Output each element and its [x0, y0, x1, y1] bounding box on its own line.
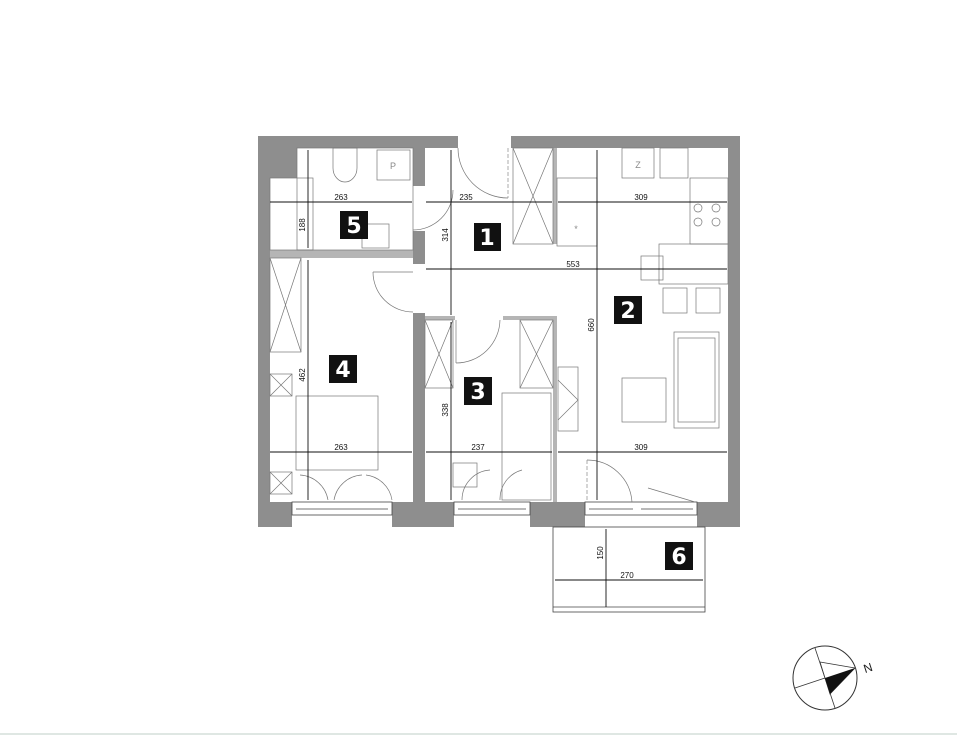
interior-walls — [270, 148, 557, 502]
toilet-icon — [332, 147, 358, 183]
room-label-5: 5 — [340, 211, 368, 239]
dim-bath-width: 263 — [334, 193, 348, 202]
bed-3 — [501, 392, 552, 501]
dim-bedroom3-depth: 338 — [441, 403, 450, 417]
dim-living-width: 309 — [634, 443, 648, 452]
dimension-labels: 263 235 309 188 314 553 660 462 338 263 … — [298, 193, 648, 580]
svg-text:6: 6 — [671, 545, 686, 570]
dim-living-span: 553 — [566, 260, 580, 269]
windows — [291, 501, 698, 516]
svg-text:4: 4 — [335, 358, 350, 383]
dim-hall-width: 235 — [459, 193, 473, 202]
svg-text:1: 1 — [479, 226, 494, 251]
sofa-icon — [673, 331, 720, 429]
bed-4 — [295, 395, 379, 471]
dim-balcony-depth: 150 — [596, 546, 605, 560]
balcony-outline — [552, 526, 706, 613]
fridge-label: Z — [635, 160, 641, 170]
dim-hall-depth: 314 — [441, 228, 450, 242]
kitchen-sink-icon — [659, 147, 689, 179]
wardrobe-hall — [512, 147, 554, 245]
room-label-3: 3 — [464, 377, 492, 405]
desk-chair — [452, 462, 478, 488]
svg-text:5: 5 — [346, 214, 361, 239]
svg-text:*: * — [574, 224, 578, 234]
washer-label: P — [390, 161, 396, 171]
compass-icon: N — [792, 645, 875, 711]
wardrobe-4 — [269, 257, 302, 353]
room-label-1: 1 — [474, 223, 501, 251]
kitchen-island — [658, 243, 729, 285]
dim-bedroom4-width: 263 — [334, 443, 348, 452]
svg-text:2: 2 — [620, 299, 635, 324]
shower-icon — [269, 177, 314, 251]
dim-bedroom4-depth: 462 — [298, 368, 307, 382]
page-bottom-border — [0, 733, 957, 735]
dim-living-depth: 660 — [587, 318, 596, 332]
dim-kitchen-width: 309 — [634, 193, 648, 202]
room-label-4: 4 — [329, 355, 357, 383]
doors — [299, 147, 696, 503]
room-label-2: 2 — [614, 296, 642, 324]
dim-bedroom3-width: 237 — [471, 443, 485, 452]
washer-icon — [376, 149, 411, 181]
dim-balcony-width: 270 — [620, 571, 634, 580]
svg-text:3: 3 — [470, 380, 485, 405]
dimension-lines — [270, 150, 727, 607]
compass-north-label: N — [862, 660, 875, 676]
room-label-6: 6 — [665, 542, 693, 570]
coffee-table — [621, 377, 667, 423]
dim-bath-depth: 188 — [298, 218, 307, 232]
wardrobe-3a — [424, 319, 454, 389]
exterior-walls — [258, 136, 740, 527]
wardrobe-3b — [519, 319, 554, 389]
